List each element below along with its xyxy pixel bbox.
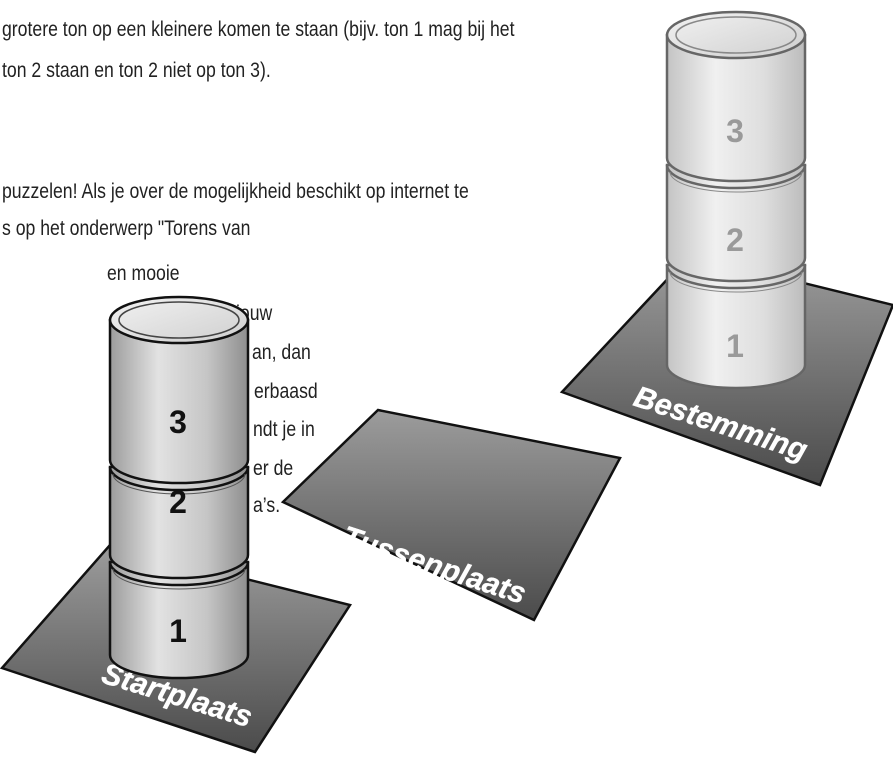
start-tower: 1 2 3 — [108, 295, 250, 680]
paragraph-line-3: puzzelen! Als je over de mogelijkheid be… — [2, 180, 469, 203]
paragraph-line-2: ton 2 staan en ton 2 niet op ton 3). — [2, 59, 271, 82]
start-barrel-1: 1 — [108, 560, 250, 680]
paragraph-line-9: ndt je in — [253, 418, 315, 441]
paragraph-line-10: er de — [253, 457, 294, 480]
destination-barrel-2-number: 2 — [726, 222, 744, 258]
destination-barrel-1: 1 — [665, 263, 807, 390]
destination-barrel-3: 3 — [665, 10, 807, 183]
paragraph-line-7: an, dan — [252, 341, 311, 364]
paragraph-line-5: en mooie — [107, 262, 180, 285]
destination-barrel-3-number: 3 — [726, 113, 744, 149]
start-barrel-2: 2 — [108, 465, 250, 580]
paragraph-line-4: s op het onderwerp "Torens van — [2, 217, 251, 240]
middle-platform: Tussenplaats — [280, 408, 622, 622]
start-barrel-3: 3 — [108, 295, 250, 485]
destination-tower: 1 2 3 — [665, 10, 807, 390]
start-barrel-3-number: 3 — [169, 404, 187, 440]
start-barrel-1-number: 1 — [169, 613, 187, 649]
destination-barrel-2: 2 — [665, 163, 807, 283]
paragraph-line-8: erbaasd — [254, 380, 318, 403]
paragraph-line-11: a’s. — [253, 494, 281, 517]
start-barrel-2-number: 2 — [169, 484, 187, 520]
paragraph-line-1: grotere ton op een kleinere komen te sta… — [2, 18, 515, 41]
destination-barrel-1-number: 1 — [726, 328, 744, 364]
